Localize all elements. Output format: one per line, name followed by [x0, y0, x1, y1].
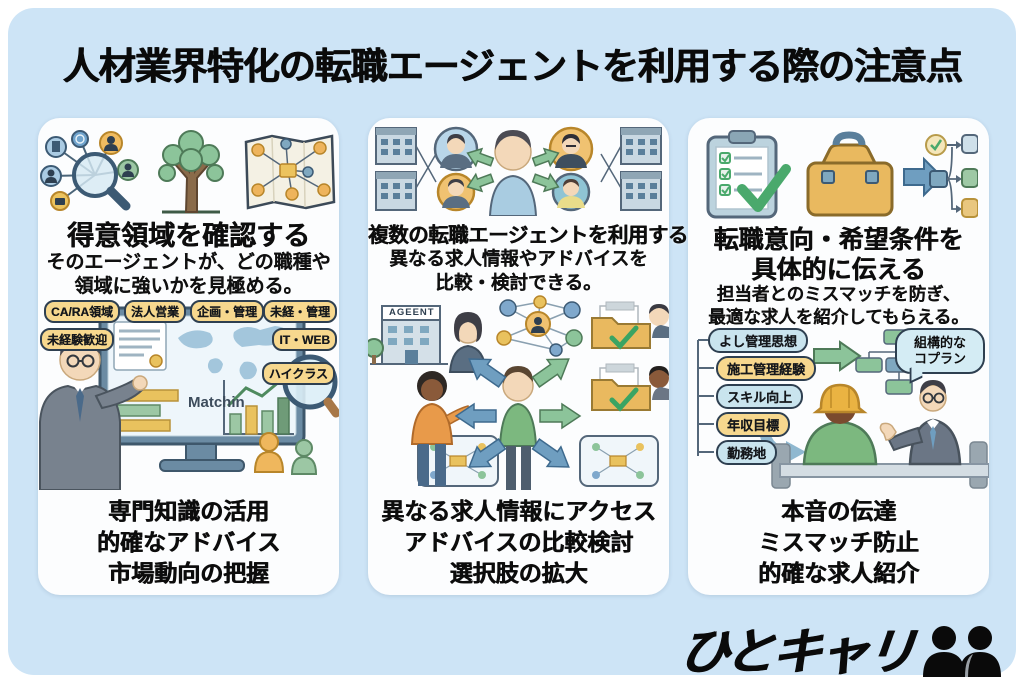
monitor-screen-label: Matchin — [188, 394, 245, 411]
tag-high-class: ハイクラス — [261, 362, 335, 385]
panel2-illustration: AGEENT — [368, 294, 669, 490]
panel1-benefit-1: 専門知識の活用 — [108, 498, 269, 524]
panel3-heading-line2: 具体的に伝える — [751, 256, 926, 284]
panel3-heading-line1: 転職意向・希望条件を — [713, 226, 964, 254]
tag-planning-management: 企画・管理 — [190, 300, 265, 323]
agent-speech-bubble: 組構的な コプラン — [895, 328, 985, 374]
map-network-icon — [244, 134, 336, 210]
tag-ca-ra-domain: CA/RA領域 — [44, 300, 120, 323]
checklist-icon — [706, 130, 791, 219]
page-title: 人材業界特化の転職エージェントを利用する際の注意点 — [62, 46, 962, 87]
panel2-benefit-2: アドバイスの比較検討 — [403, 529, 634, 555]
tag-no-experience-welcome: 未経験歓迎 — [40, 328, 115, 351]
panel1-benefit-2: 的確なアドバイス — [96, 529, 281, 555]
monitor-consultant-illustration — [39, 306, 339, 490]
panel3-benefit-1: 本音の伝達 — [781, 498, 896, 524]
agent-building-label: AGEENT — [389, 307, 435, 318]
panel3-subtext-line2: 最適な求人を紹介してもらえる。 — [708, 306, 969, 327]
bubble-line2: コプラン — [913, 351, 966, 366]
panel2-subtext-line1: 異なる求人情報やアドバイスを — [389, 248, 648, 269]
panel1-heading: 得意領域を確認する — [67, 221, 310, 251]
panel-check-specialty: 得意領域を確認する そのエージェントが、どの職種や 領域に強いかを見極める。 — [38, 118, 339, 595]
tag-salary-goal: 年収目標 — [716, 412, 791, 437]
panel3-benefits: 本音の伝達 ミスマッチ防止 的確な求人紹介 — [688, 496, 989, 589]
tree-icon — [158, 130, 224, 214]
compare-offers-illustration — [368, 295, 669, 490]
tag-work-location: 勤務地 — [716, 440, 778, 465]
agents-network-illustration — [375, 126, 662, 216]
brand-logo-text: ひとキャリ — [675, 624, 915, 680]
network-search-icon — [40, 130, 139, 211]
panel1-benefits: 専門知識の活用 的確なアドバイス 市場動向の把握 — [38, 496, 339, 589]
panel3-benefit-2: ミスマッチ防止 — [758, 529, 919, 555]
panel3-icon-row — [688, 130, 989, 222]
panel3-subtext: 担当者とのミスマッチを防ぎ、 最適な求人を紹介してもらえる。 — [688, 283, 989, 328]
panel1-benefit-3: 市場動向の把握 — [108, 560, 269, 586]
interview-illustration — [697, 329, 989, 489]
panel2-benefit-3: 選択肢の拡大 — [449, 560, 588, 586]
panel-convey-preferences: 転職意向・希望条件を 具体的に伝える 担当者とのミスマッチを防ぎ、 最適な求人を… — [688, 118, 989, 595]
tag-construction-management-exp: 施工管理経験 — [716, 356, 817, 381]
panel2-subtext-line2: 比較・検討できる。 — [435, 272, 602, 293]
brand-logo: ひとキャリ — [675, 624, 1003, 680]
bubble-line1: 組構的な — [913, 335, 966, 350]
panel-use-multiple-agents: 複数の転職エージェントを利用する 異なる求人情報やアドバイスを 比較・検討できる… — [368, 118, 688, 595]
tag-skill-up: スキル向上 — [716, 384, 804, 409]
panel3-benefit-3: 的確な求人紹介 — [758, 560, 919, 586]
tag-it-web: IT・WEB — [272, 328, 337, 351]
tag-mikei-management: 未経・管理 — [262, 300, 337, 323]
panel2-benefit-1: 異なる求人情報にアクセス — [381, 498, 656, 524]
panel1-icon-row — [38, 128, 339, 218]
briefcase-icon — [806, 131, 893, 217]
tag-management-philosophy: よし管理思想 — [708, 328, 809, 353]
panel1-subtext: そのエージェントが、どの職種や 領域に強いかを見極める。 — [38, 251, 339, 299]
two-people-logo-icon — [923, 626, 1001, 677]
panel2-benefits: 異なる求人情報にアクセス アドバイスの比較検討 選択肢の拡大 — [368, 496, 669, 589]
panel1-illustration: CA/RA領域 法人営業 企画・管理 未経・管理 未経験歓迎 IT・WEB ハイ… — [38, 294, 339, 490]
panel3-subtext-line1: 担当者とのミスマッチを防ぎ、 — [716, 284, 961, 304]
checklist-briefcase-flow-icons — [706, 130, 978, 219]
panel1-subtext-line2: 領域に強いかを見極める。 — [74, 276, 303, 297]
panel1-subtext-line1: そのエージェントが、どの職種や — [46, 252, 331, 273]
panel2-heading: 複数の転職エージェントを利用する — [368, 224, 688, 247]
tag-corporate-sales: 法人営業 — [124, 300, 187, 323]
panel3-illustration: よし管理思想 施工管理経験 スキル向上 年収目標 勤務地 組構的な コプラン — [688, 328, 989, 490]
flowchart-icon — [924, 134, 978, 218]
panel2-subtext: 異なる求人情報やアドバイスを 比較・検討できる。 — [368, 247, 669, 295]
panel2-top-illustration — [368, 122, 669, 216]
